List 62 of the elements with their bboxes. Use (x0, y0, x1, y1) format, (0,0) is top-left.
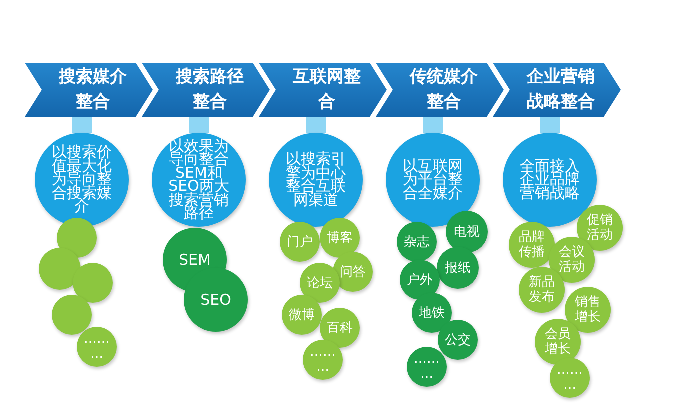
keyword-label: 问答 (340, 264, 366, 280)
keyword-label: 报纸 (444, 260, 472, 276)
topic-text: 以互联网为平台整合全媒介 (402, 160, 464, 200)
keyword-bubble (303, 340, 343, 380)
keyword-label: 会员增长 (544, 327, 572, 357)
keyword-bubble (184, 268, 248, 332)
keyword-label: 促销活动 (586, 213, 614, 243)
topic-text: 全面接入企业品牌营销战略 (520, 160, 580, 200)
step-title: 搜索路径整合 (176, 66, 244, 114)
step-title: 传统媒介整合 (410, 66, 478, 114)
keyword-label: 百科 (326, 320, 354, 336)
connector-bar (306, 117, 326, 133)
step-title: 互联网整合 (292, 66, 362, 114)
chevron-banner (376, 63, 504, 117)
chevron-banner (142, 63, 270, 117)
keyword-label: 论坛 (306, 276, 334, 290)
keyword-label: 公交 (444, 332, 472, 348)
keyword-bubble (438, 320, 478, 360)
keyword-label: SEO (200, 292, 232, 308)
keyword-label: 品牌传播 (518, 230, 546, 260)
keyword-label: 电视 (454, 224, 480, 240)
keyword-label: 地铁 (418, 306, 446, 320)
topic-text: 以搜索引擎为中心整合互联网渠道 (286, 153, 346, 207)
keyword-bubble (550, 358, 590, 398)
keyword-label: ……… (414, 352, 440, 382)
keyword-bubble (397, 222, 437, 262)
connector-bar (189, 117, 209, 133)
keyword-bubble (437, 247, 479, 289)
keyword-label: ……… (310, 345, 336, 375)
keyword-label: 博客 (326, 230, 354, 246)
chevron-banner (493, 63, 621, 117)
connector-bar (423, 117, 443, 133)
topic-text: 以效果为导向整合SEM和SEO两大搜索营销路径 (168, 140, 230, 220)
chevron-banner (259, 63, 387, 117)
keyword-bubble (320, 218, 360, 258)
keyword-bubble (280, 222, 320, 262)
keyword-label: 新品发布 (528, 275, 556, 305)
keyword-bubble (509, 222, 555, 268)
keyword-bubble (77, 327, 117, 367)
keyword-label: 户外 (406, 272, 434, 288)
keyword-label: SEM (179, 252, 211, 268)
keyword-label: 销售增长 (574, 295, 602, 325)
keyword-bubble (320, 308, 360, 348)
keyword-bubble (52, 295, 92, 335)
keyword-bubble (400, 260, 440, 300)
step-title: 企业营销战略整合 (526, 66, 596, 114)
keyword-bubble (282, 295, 322, 335)
keyword-label: 会议活动 (558, 245, 586, 275)
keyword-bubble (73, 263, 113, 303)
topic-text: 以搜索价值最大化为导向整合搜索媒介 (52, 146, 112, 214)
keyword-label: ……… (84, 332, 110, 362)
chevron-banner (25, 63, 153, 117)
connector-bar (72, 117, 92, 133)
keyword-label: 杂志 (404, 234, 430, 250)
keyword-label: ……… (556, 363, 584, 393)
keyword-bubble (407, 347, 447, 387)
keyword-label: 微博 (288, 308, 316, 322)
step-title: 搜索媒介整合 (58, 66, 128, 114)
keyword-bubble (300, 263, 340, 303)
keyword-label: 门户 (286, 234, 314, 250)
keyword-bubble (412, 293, 452, 333)
connector-bar (540, 117, 560, 133)
